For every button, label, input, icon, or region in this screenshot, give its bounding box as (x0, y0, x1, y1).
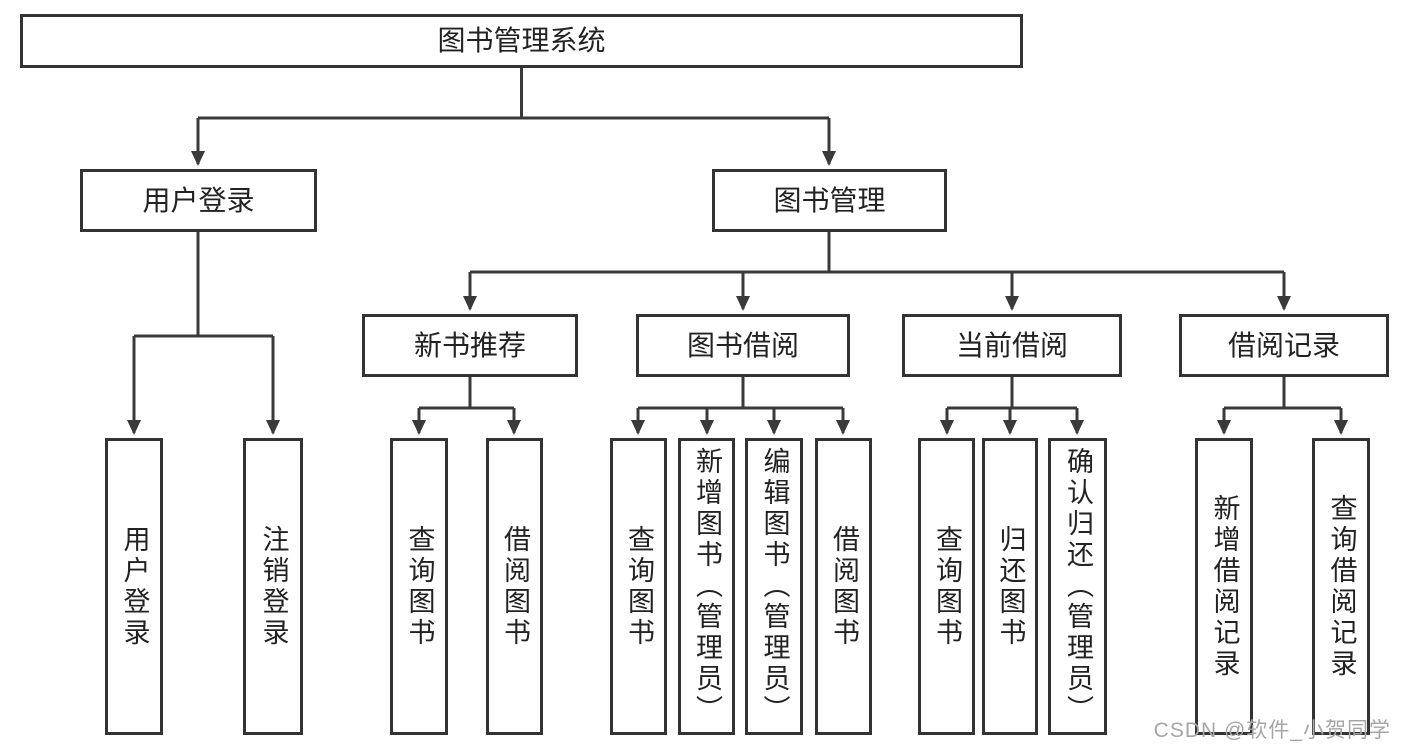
leaf-edit-books-admin: 编辑图书（管理员） (745, 438, 803, 735)
leaf-query-borrow-record: 查询借阅记录 (1312, 438, 1370, 735)
leaf-return-books: 归还图书 (982, 438, 1038, 735)
node-label: 查询图书 (404, 524, 435, 649)
node-user-login: 用户登录 (80, 169, 317, 232)
leaf-borrow-books: 借阅图书 (815, 438, 872, 735)
node-label: 新增借阅记录 (1209, 493, 1240, 680)
node-root-library-system: 图书管理系统 (20, 14, 1023, 68)
leaf-add-books-admin: 新增图书（管理员） (678, 438, 735, 735)
node-current-borrowing: 当前借阅 (902, 314, 1122, 377)
leaf-query-books-recommend: 查询图书 (390, 438, 448, 735)
leaf-query-books-current: 查询图书 (918, 438, 975, 735)
node-label: 图书管理 (773, 184, 886, 216)
csdn-watermark: CSDN @软件_小贺同学 (1153, 719, 1391, 742)
leaf-query-books-borrowing: 查询图书 (610, 438, 667, 735)
node-label: 新增图书（管理员） (692, 447, 722, 726)
leaf-logout: 注销登录 (243, 438, 303, 735)
node-label: 注销登录 (258, 524, 289, 649)
node-label: 确认归还（管理员） (1063, 447, 1093, 726)
node-label: 查询图书 (624, 524, 654, 649)
node-label: 编辑图书（管理员） (759, 447, 790, 726)
node-label: 新书推荐 (413, 329, 526, 361)
node-label: 查询借阅记录 (1326, 493, 1357, 680)
node-label: 图书管理系统 (437, 25, 606, 56)
node-label: 用户登录 (119, 524, 150, 649)
leaf-add-borrow-record: 新增借阅记录 (1195, 438, 1253, 735)
node-borrowing-records: 借阅记录 (1179, 314, 1389, 377)
leaf-user-login: 用户登录 (105, 438, 163, 735)
leaf-confirm-return-admin: 确认归还（管理员） (1048, 438, 1107, 735)
node-label: 借阅记录 (1227, 329, 1340, 361)
node-label: 归还图书 (995, 524, 1026, 649)
node-book-borrowing: 图书借阅 (636, 314, 850, 377)
node-label: 借阅图书 (500, 524, 530, 649)
leaf-borrow-books-recommend: 借阅图书 (486, 438, 543, 735)
node-label: 当前借阅 (955, 329, 1068, 361)
node-new-book-recommend: 新书推荐 (362, 314, 578, 377)
node-book-management: 图书管理 (712, 169, 947, 232)
node-label: 图书借阅 (686, 329, 799, 361)
node-label: 借阅图书 (829, 524, 859, 649)
node-label: 查询图书 (932, 524, 962, 649)
node-label: 用户登录 (142, 184, 255, 216)
